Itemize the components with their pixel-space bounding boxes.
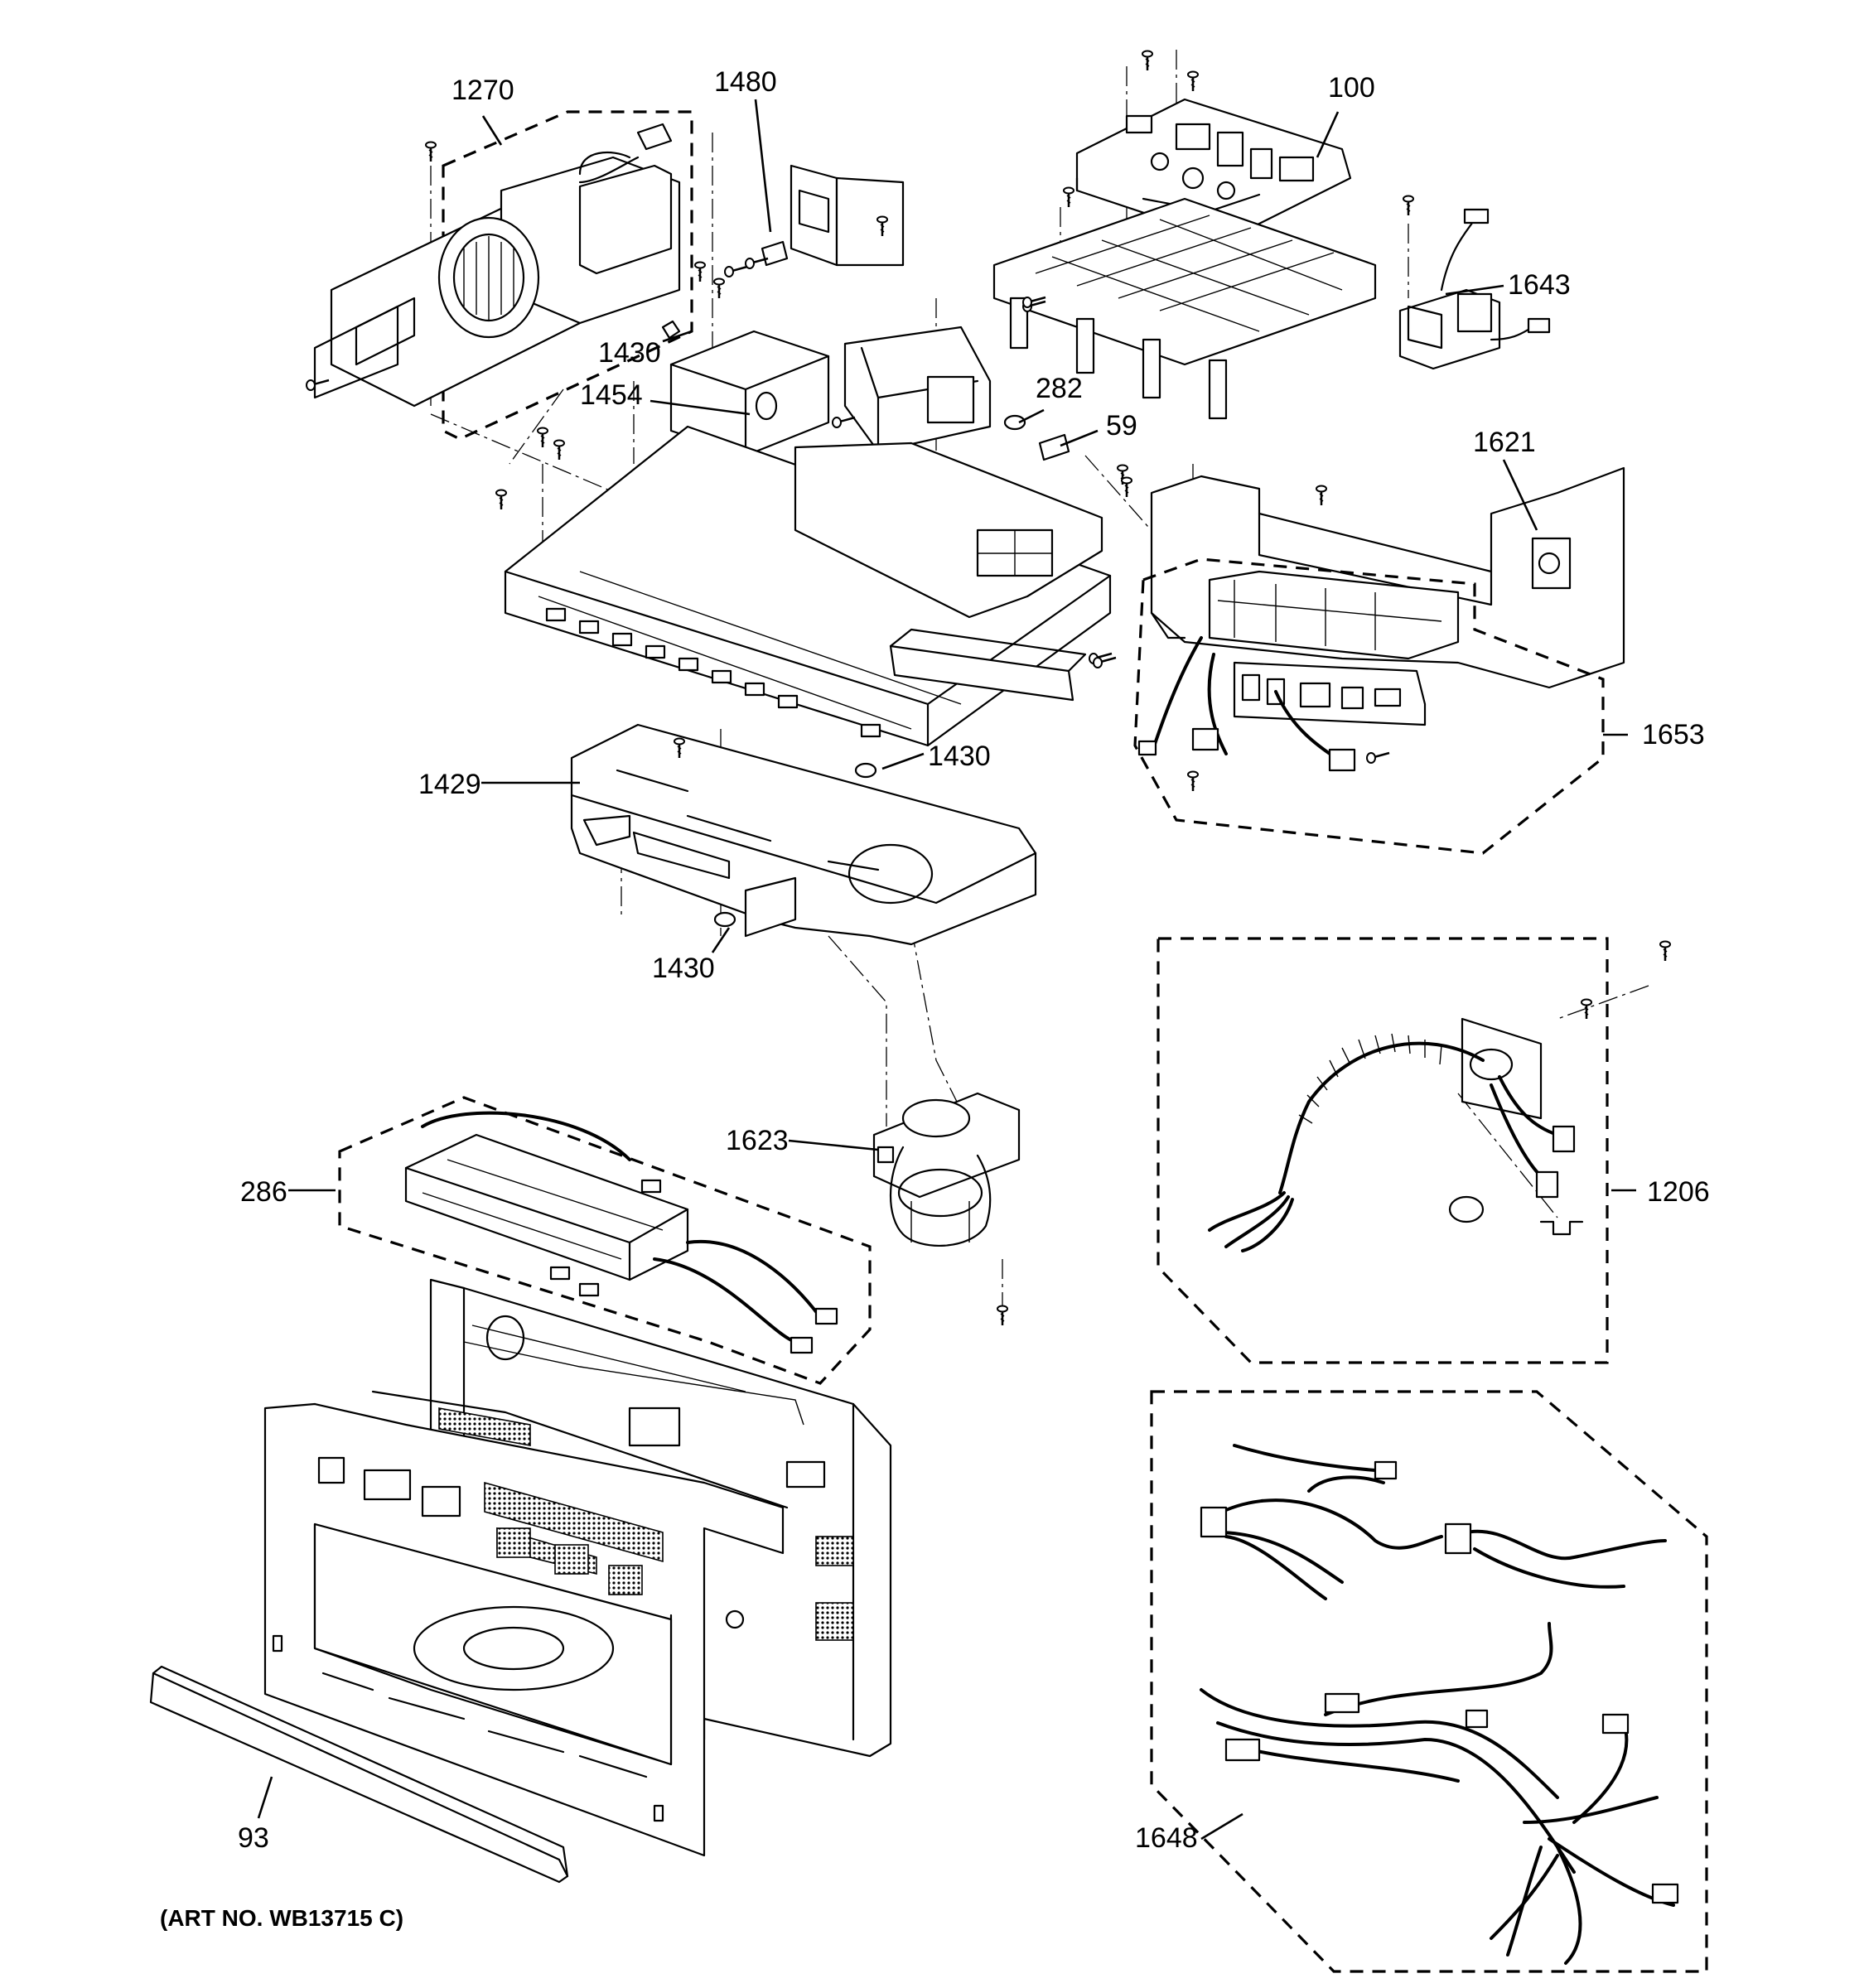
part-1653-control-board [1092,557,1605,855]
leader-lines [257,99,1636,1841]
callout-1621: 1621 [1473,427,1536,458]
callout-1648: 1648 [1135,1822,1198,1854]
part-282-59-thermal-parts [1003,296,1129,486]
part-1429-base-plate [570,723,1037,946]
callout-1270: 1270 [452,75,514,106]
part-286-heater-assembly [338,1096,872,1385]
callout-286: 286 [240,1176,287,1208]
callout-1643: 1643 [1508,269,1571,301]
callout-1206: 1206 [1647,1176,1710,1208]
callout-1429: 1429 [418,769,481,800]
part-top-cover [495,425,1133,747]
part-1270-blower-assembly [305,110,693,441]
callout-1623: 1623 [726,1125,789,1156]
callout-1480: 1480 [714,66,777,98]
part-1623-motor [872,1092,1021,1327]
callout-93: 93 [238,1822,269,1854]
callout-1430-mid: 1430 [928,741,991,772]
callout-282: 282 [1036,373,1083,404]
part-100-control-board [992,50,1377,420]
callout-1454: 1454 [580,379,643,411]
part-1480-bracket [723,164,905,278]
callout-1653: 1653 [1642,719,1705,750]
part-1206-power-cord [1157,937,1672,1364]
part-1643-transformer [1398,195,1551,370]
art-number: (ART NO. WB13715 C) [160,1905,403,1931]
callout-59: 59 [1106,410,1137,442]
callout-1430-low: 1430 [652,953,715,984]
callout-100: 100 [1328,72,1375,104]
front-frame [263,1390,789,1857]
callout-1430-top: 1430 [598,337,661,369]
part-93-trim-strip [149,1665,569,1884]
callout-labels: 1270 1480 100 1643 1430 1454 282 59 1621… [160,66,1710,1931]
part-1648-wire-harness-set [1150,1390,1708,1973]
part-1454-component-box [553,261,992,461]
